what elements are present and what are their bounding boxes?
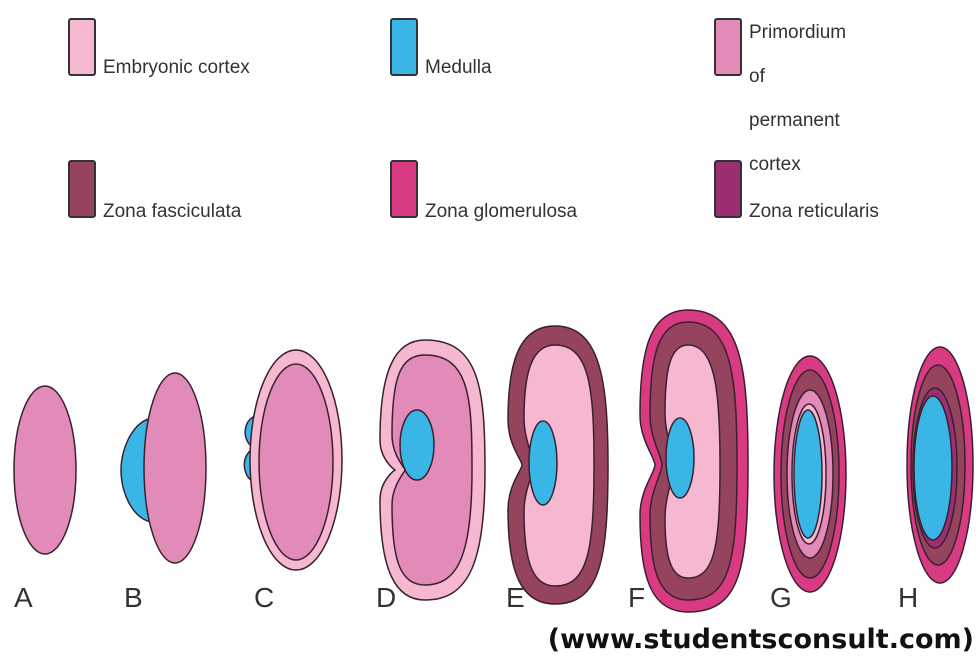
stage-h-drawing bbox=[907, 347, 973, 583]
stage-label-g: G bbox=[770, 582, 792, 614]
stage-label-b: B bbox=[124, 582, 143, 614]
source-credit: (www.studentsconsult.com) bbox=[548, 624, 974, 655]
stage-label-a: A bbox=[14, 582, 33, 614]
stage-label-f: F bbox=[628, 582, 645, 614]
stage-d-drawing bbox=[380, 340, 485, 600]
stage-label-e: E bbox=[506, 582, 525, 614]
stage-e-drawing bbox=[508, 326, 608, 604]
stage-c-drawing bbox=[244, 350, 342, 570]
stage-g-drawing bbox=[774, 356, 846, 592]
stage-label-d: D bbox=[376, 582, 396, 614]
stage-b-drawing bbox=[121, 373, 206, 563]
stage-label-c: C bbox=[254, 582, 274, 614]
stage-label-h: H bbox=[898, 582, 918, 614]
stage-a-drawing bbox=[14, 386, 76, 554]
stage-f-drawing bbox=[640, 310, 748, 612]
